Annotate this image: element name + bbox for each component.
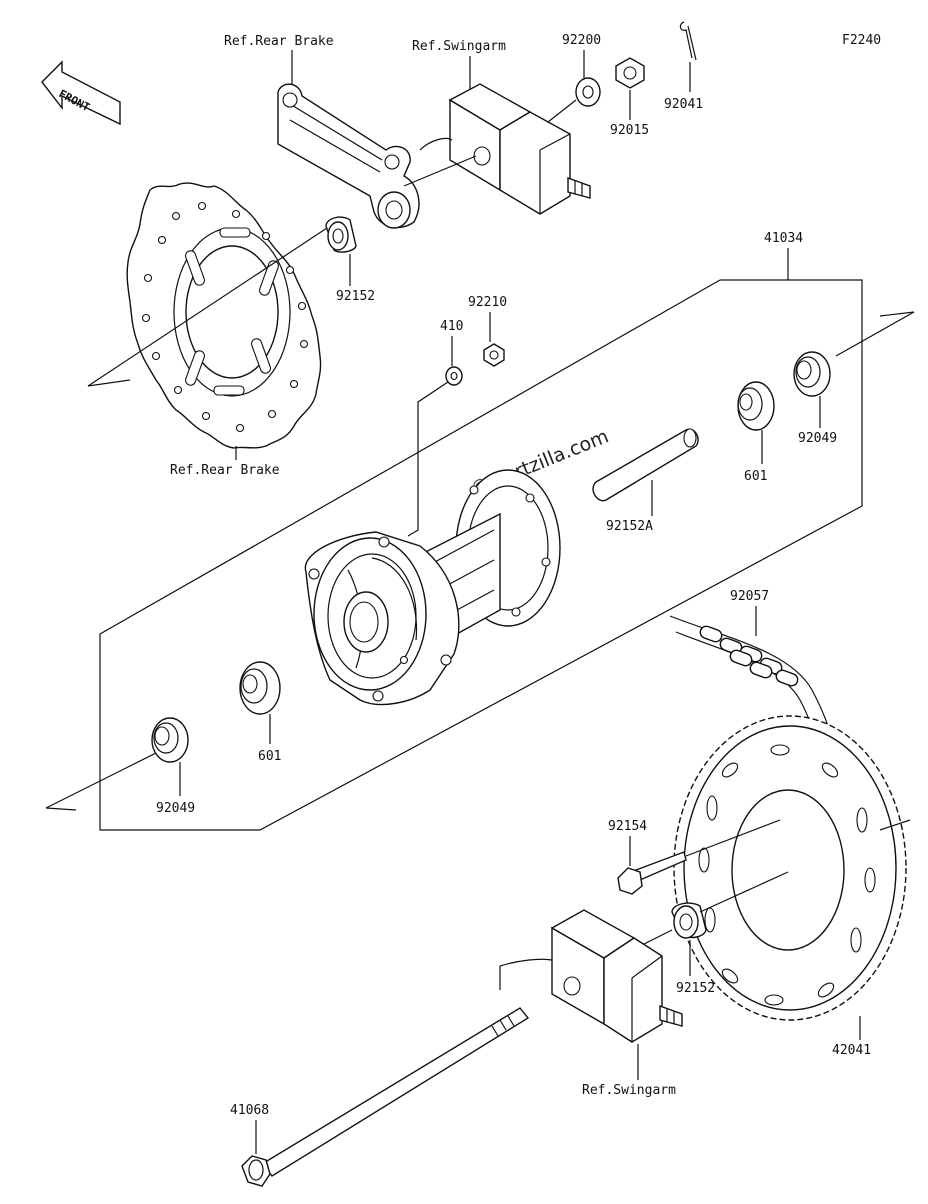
label-ref-swingarm-bottom: Ref.Swingarm <box>582 1083 676 1098</box>
collar-92152-bottom <box>671 902 707 939</box>
label-92057: 92057 <box>730 589 769 604</box>
label-92041: 92041 <box>664 97 703 112</box>
label-92210: 92210 <box>468 295 507 310</box>
rear-brake-bracket <box>277 83 420 229</box>
label-92049-left: 92049 <box>156 801 195 816</box>
nut-92015 <box>615 57 645 89</box>
wheel-hub <box>304 469 561 706</box>
label-ref-rear-brake-top: Ref.Rear Brake <box>224 34 334 49</box>
bearing-601-right <box>737 381 775 431</box>
label-ref-swingarm-top: Ref.Swingarm <box>412 39 506 54</box>
chain-adjuster-bottom <box>550 909 683 1043</box>
spacer-92152A <box>592 428 699 502</box>
brake-disc <box>126 182 322 449</box>
diagram-code: F2240 <box>842 33 881 48</box>
drive-chain-92057 <box>669 615 837 771</box>
label-601-right: 601 <box>744 469 767 484</box>
chain-adjuster-top <box>448 83 591 215</box>
label-92200: 92200 <box>562 33 601 48</box>
label-601-left: 601 <box>258 749 281 764</box>
bearing-601-left <box>239 661 281 715</box>
axle-41068 <box>241 1007 530 1187</box>
collar-92152-top <box>325 216 357 253</box>
label-41068: 41068 <box>230 1103 269 1118</box>
oil-seal-92049-right <box>793 351 831 397</box>
cotter-pin-92041 <box>679 21 697 61</box>
rear-sprocket-42041 <box>673 715 907 1021</box>
bolt-92154 <box>617 851 687 895</box>
label-ref-rear-brake-bottom: Ref.Rear Brake <box>170 463 280 478</box>
label-42041: 42041 <box>832 1043 871 1058</box>
oil-seal-92049-left <box>151 717 189 763</box>
front-arrow-icon: FRONT <box>41 60 121 126</box>
label-92152-bottom: 92152 <box>676 981 715 996</box>
label-92152-top: 92152 <box>336 289 375 304</box>
label-92015: 92015 <box>610 123 649 138</box>
label-92154: 92154 <box>608 819 647 834</box>
washer-92200 <box>575 77 601 107</box>
label-92049-right: 92049 <box>798 431 837 446</box>
label-92152A: 92152A <box>606 519 653 534</box>
washer-410 <box>445 366 463 386</box>
label-410: 410 <box>440 319 463 334</box>
nut-92210 <box>483 343 505 367</box>
label-41034: 41034 <box>764 231 803 246</box>
